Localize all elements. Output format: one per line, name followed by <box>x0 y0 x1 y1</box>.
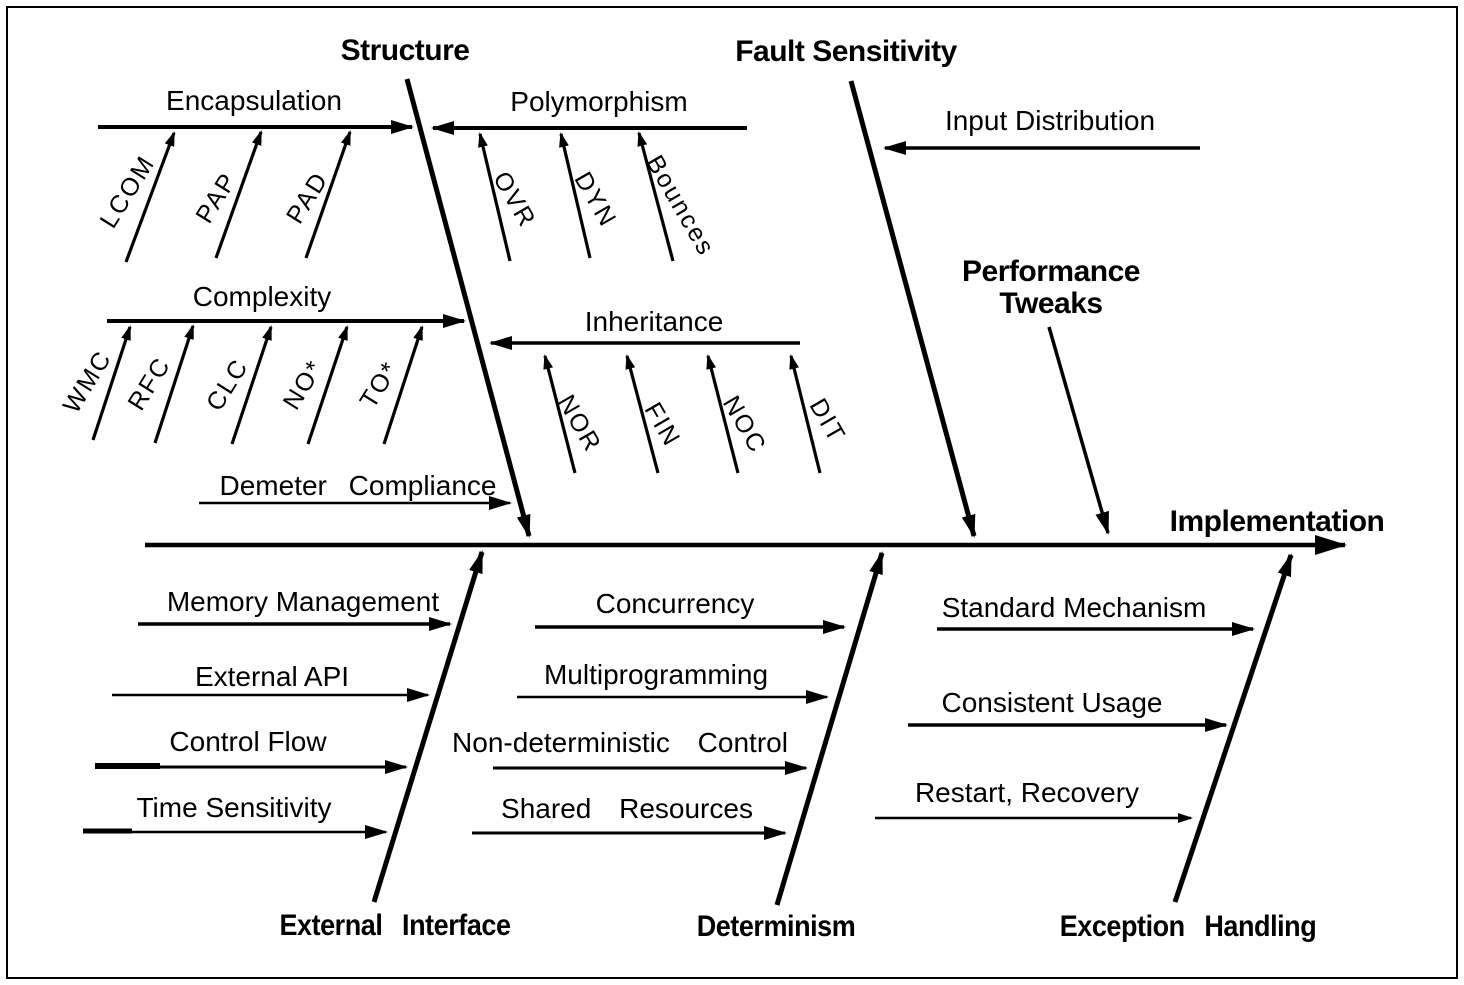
to-star-arrow <box>382 325 424 445</box>
pad-arrow <box>304 130 352 259</box>
performance-tweaks-label: Performance Tweaks <box>962 256 1140 320</box>
rfc-arrow <box>153 324 195 444</box>
clc-arrow <box>230 325 273 445</box>
polymorphism-label: Polymorphism <box>510 86 688 117</box>
control-flow-label: Control Flow <box>169 726 327 757</box>
performance-tweaks-line2: Tweaks <box>999 287 1103 320</box>
bounces-arrow <box>637 131 675 262</box>
diagram-border <box>6 6 1458 979</box>
lcom-arrow <box>124 131 176 263</box>
fault-sensitivity-branch-line <box>848 80 977 538</box>
consistent-usage-label: Consistent Usage <box>941 687 1163 718</box>
restart-recovery-label: Restart, Recovery <box>914 777 1140 808</box>
shared-resources-label: Shared Resources <box>501 793 753 824</box>
standard-mechanism-label: Standard Mechanism <box>941 592 1207 623</box>
performance-tweaks-line1: Performance <box>962 255 1140 288</box>
non-deterministic-control-label: Non-deterministic Control <box>452 727 788 758</box>
complexity-label: Complexity <box>192 281 332 312</box>
structure-label: Structure <box>340 34 470 67</box>
exception-handling-branch-line <box>1172 553 1294 903</box>
input-distribution-label: Input Distribution <box>944 105 1156 136</box>
ovr-arrow <box>478 132 512 262</box>
nor-arrow <box>543 354 577 474</box>
external-api-label: External API <box>194 661 350 692</box>
implementation-label: Implementation <box>1169 505 1385 538</box>
multiprogramming-label: Multiprogramming <box>543 659 769 690</box>
dit-arrow <box>789 354 822 474</box>
inheritance-label: Inheritance <box>584 306 724 337</box>
wmc-arrow <box>91 325 132 441</box>
encapsulation-label: Encapsulation <box>166 85 342 116</box>
external-interface-label: External Interface <box>279 909 511 942</box>
pap-arrow <box>214 130 263 259</box>
no-star-arrow <box>306 325 349 445</box>
memory-management-label: Memory Management <box>166 586 440 617</box>
determinism-label: Determinism <box>696 910 856 943</box>
performance-tweaks-arrow <box>1047 326 1110 535</box>
structure-branch-line <box>404 78 532 538</box>
external-interface-branch-line <box>371 550 485 903</box>
fault-sensitivity-label: Fault Sensitivity <box>735 35 957 68</box>
concurrency-label: Concurrency <box>595 588 755 619</box>
dyn-arrow <box>559 132 592 259</box>
time-sensitivity-label: Time Sensitivity <box>136 792 332 823</box>
exception-handling-label: Exception Handling <box>1059 910 1317 943</box>
demeter-compliance-label: Demeter Compliance <box>219 470 497 501</box>
determinism-branch-line <box>774 551 885 906</box>
noc-arrow <box>706 354 740 474</box>
fin-arrow <box>625 354 660 474</box>
